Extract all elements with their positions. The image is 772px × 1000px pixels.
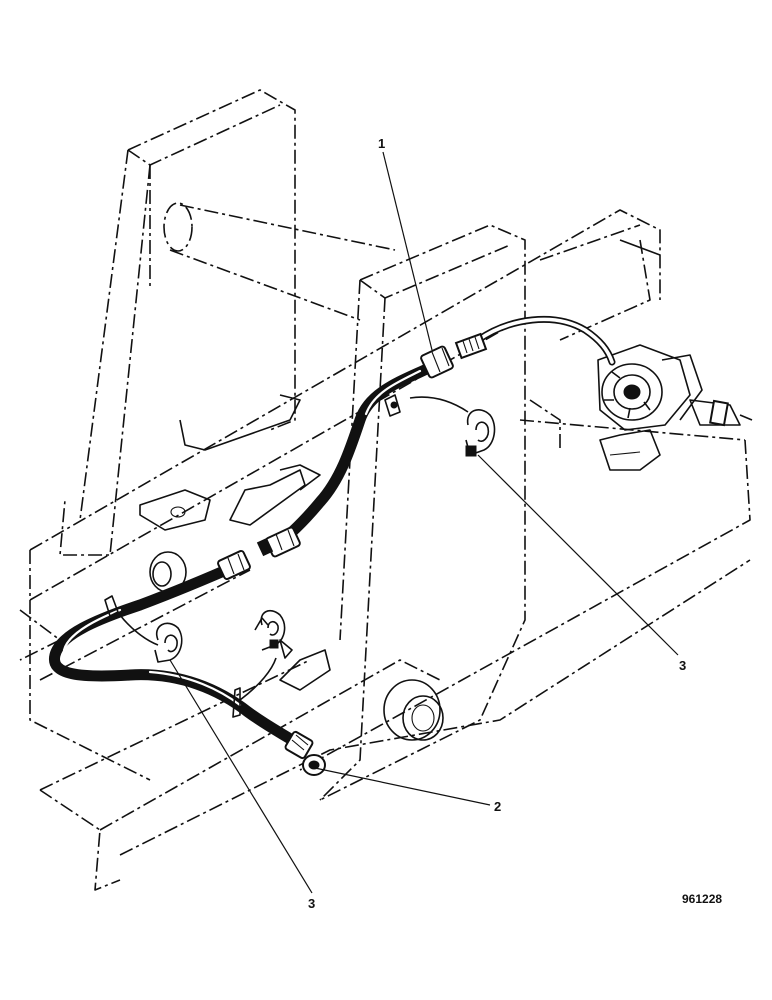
upper-hose [270, 360, 439, 551]
callout-3-right: 3 [679, 658, 686, 673]
left-upright-plate [59, 89, 296, 556]
callout-3-bottom: 3 [308, 896, 315, 911]
middle-hose-union [217, 526, 301, 580]
callout-2: 2 [494, 799, 501, 814]
hose-end-fitting-2 [284, 730, 326, 776]
drawing-reference-number: 961228 [682, 892, 722, 906]
clamp-upper [384, 394, 496, 457]
hose-fitting-1 [420, 345, 454, 379]
hydraulic-pump [597, 344, 753, 431]
leader-lines [169, 151, 679, 894]
callout-1: 1 [378, 136, 385, 151]
clamp-lower-left [104, 595, 277, 718]
pump-outlet-pipe [454, 315, 616, 366]
threaded-adapter [454, 332, 488, 360]
cross-tube [163, 202, 396, 321]
frame-brackets [139, 239, 661, 741]
clamp-lower-right [254, 609, 293, 659]
